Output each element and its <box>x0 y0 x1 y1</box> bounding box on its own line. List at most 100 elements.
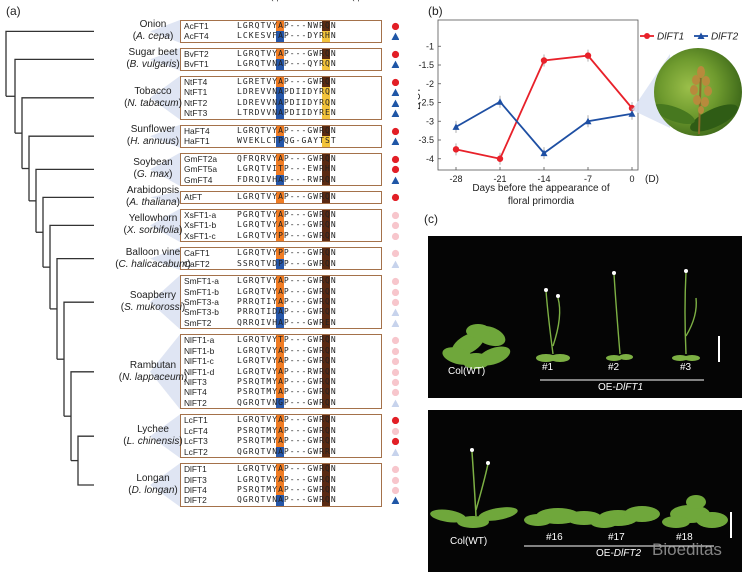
gene-name: SmFT3-a <box>184 296 219 307</box>
oe-group-label-2: OE-DlFT2 <box>596 548 641 559</box>
residue-138-highlight <box>321 415 330 426</box>
residue-138-highlight <box>321 345 330 357</box>
sequence-text: LGRQTVYTP---GWRQN <box>237 335 337 345</box>
paren-open: ( <box>126 197 130 209</box>
gene-name: NlFT3 <box>184 376 207 387</box>
y-tick-label: -3.5 <box>418 135 434 145</box>
latin-italic: X. sorbifolia <box>126 225 180 237</box>
residue-134-highlight <box>275 125 284 137</box>
sequence-text: QFRQRVYAP---GWRQN <box>237 153 337 163</box>
group-wedge <box>150 247 180 270</box>
gene-name: HaFT4 <box>184 125 210 136</box>
x-tick-label: -14 <box>537 174 550 184</box>
late-flowering-marker <box>391 99 399 107</box>
early-flowering-marker <box>391 337 399 345</box>
y-tick-label: -4 <box>426 154 434 164</box>
y-tick-label: -2 <box>426 79 434 89</box>
sequence-text: QRRQIVHAP---GWREN <box>237 317 337 327</box>
gene-name: AcFT4 <box>184 31 209 42</box>
early-flowering-marker <box>391 417 399 425</box>
residue-134-highlight <box>275 366 284 377</box>
legend-label: DlFT1 <box>657 32 684 43</box>
species-common-name: Soybean <box>133 157 173 169</box>
latin-italic: S. mukorossi <box>124 302 182 314</box>
paren-open: ( <box>120 302 125 314</box>
data-point <box>628 110 636 117</box>
residue-138-highlight <box>321 397 330 409</box>
early-flowering-marker <box>391 222 399 230</box>
species-common-name: Rambutan <box>129 359 177 371</box>
residue-138-highlight <box>321 258 330 269</box>
species-common-name: Soapberry <box>129 290 177 302</box>
inflorescence-drawing <box>654 66 738 135</box>
species-label: Soybean(G. max) <box>94 157 212 181</box>
residue-134-highlight <box>275 209 284 221</box>
residue-138-highlight <box>321 356 330 367</box>
species-common-name: Longan <box>136 473 170 484</box>
paren-close: ) <box>183 371 188 383</box>
sequence-text: LGRQTVYAP---GWRQN <box>237 286 337 296</box>
residue-138-highlight <box>321 276 330 287</box>
late-flowering-marker <box>391 32 399 41</box>
residue-138-highlight <box>321 286 330 297</box>
gene-name: DlFT4 <box>184 484 207 495</box>
residue-134-highlight <box>275 97 284 109</box>
residue-138-highlight <box>321 446 330 457</box>
residue-138-highlight <box>321 220 330 231</box>
y-tick-label: -1.5 <box>418 60 434 70</box>
gene-name: AcFT1 <box>184 21 209 31</box>
residue-138-highlight <box>321 77 330 88</box>
residue-138-highlight <box>321 436 330 447</box>
species-common-name: Tobacco <box>134 85 172 97</box>
paren-close: ) <box>179 436 183 448</box>
late-flowering-marker <box>391 137 399 146</box>
species-label: Tobacco(N. tabacum) <box>94 86 212 110</box>
late-flowering-marker <box>391 448 399 456</box>
position-134-label: 134 <box>270 0 280 2</box>
sequence-text: PSRQTMYAP---GWRQN <box>237 484 337 494</box>
residue-134-highlight <box>275 87 284 98</box>
gene-name: SmFT3-b <box>184 307 219 318</box>
tree-branch <box>49 224 94 309</box>
tree-branch <box>21 97 94 169</box>
data-point <box>452 146 460 153</box>
residue-138-highlight <box>321 87 330 98</box>
late-flowering-marker <box>391 88 399 97</box>
residue-134-highlight <box>275 436 284 447</box>
residue-138-highlight <box>321 296 330 308</box>
species-label: Rambutan(N. lappaceum) <box>94 360 212 384</box>
residue-138-highlight <box>321 21 330 32</box>
sequence-text: PRRQTIDAP---GWRQN <box>237 307 337 317</box>
sequence-text: LGRQTVYAP---GWRQN <box>237 345 337 355</box>
early-flowering-marker <box>391 288 399 296</box>
sequence-text: PSRQTMYAP---GWRQN <box>237 387 337 397</box>
sequence-text: LGRQTVYPP---GWRQN <box>237 248 337 258</box>
paren-open: ( <box>115 258 119 270</box>
residue-134-highlight <box>275 220 284 231</box>
residue-134-highlight <box>275 136 284 147</box>
species-common-name: Arabidopsis <box>126 185 180 197</box>
latin-italic: N. tabacum <box>127 97 179 109</box>
species-label: Yellowhorn(X. sorbifolia) <box>94 213 212 237</box>
species-latin-name: (B. vulgaris) <box>94 59 212 71</box>
oe-dlft1-photo: Col(WT) #1 #2 #3 OE-DlFT1 <box>428 236 742 398</box>
sequence-text: QGRQTVNGP---GWRQN <box>237 397 337 407</box>
species-common-name: Balloon vine <box>125 246 181 258</box>
residue-134-highlight <box>275 31 284 42</box>
species-latin-name: (G. max) <box>94 169 212 181</box>
sequence-text: PSRQTMYAP---GWRQN <box>237 376 337 386</box>
wt-label-2: Col(WT) <box>450 536 488 547</box>
early-flowering-marker <box>391 358 399 366</box>
